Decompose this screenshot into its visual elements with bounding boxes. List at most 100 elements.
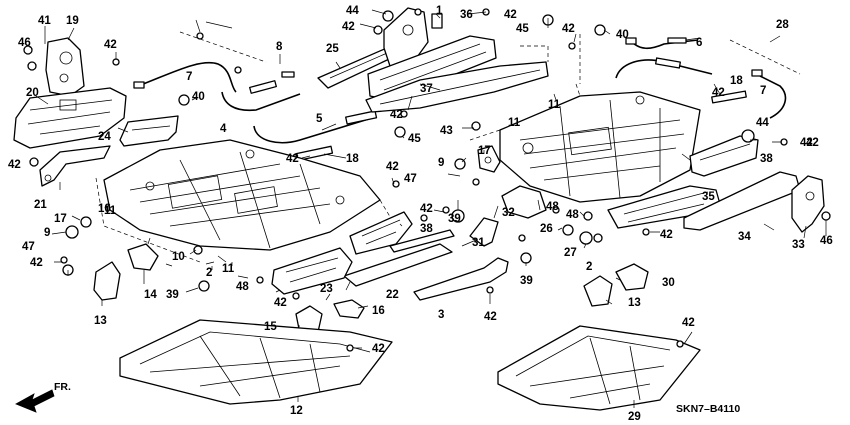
callout: 6 [696,37,702,49]
callout: 42 [660,229,673,241]
cable-7-right [751,69,787,119]
part-slide-rail-38-left [349,211,413,255]
callout: 42 [504,9,517,21]
callout: 32 [502,207,515,219]
part-cover-14 [127,243,159,271]
callout: 40 [616,29,629,41]
callout: 28 [776,19,789,31]
callout: 42 [712,87,725,99]
callout: 42 [372,343,385,355]
callout: 46 [820,235,833,247]
callout: 47 [22,241,35,253]
callout: 39 [448,213,461,225]
callout: 42 [562,23,575,35]
callout: 35 [702,191,715,203]
callout: 42 [30,257,43,269]
callout: 11 [508,117,521,129]
callout: 17 [478,145,491,157]
part-cover-30 [615,263,649,291]
front-indicator: FR. [54,381,71,393]
callout: 42 [342,21,355,33]
callout: 39 [166,289,179,301]
cable-7 [133,62,242,93]
callout: 29 [628,411,641,423]
callout: 24 [98,131,111,143]
part-link-31 [469,217,499,247]
callout: 2 [206,267,212,279]
callout: 42 [484,311,497,323]
callout: 12 [290,405,303,417]
callout: 27 [564,247,577,259]
part-floor-tray-29 [497,325,701,411]
leader-lines [29,9,827,408]
part-cover-13-left [93,261,121,301]
part-slide-rail-23 [271,247,353,295]
callout: 11 [222,263,235,275]
front-arrow-icon [15,389,55,413]
part-slide-rail-22 [343,243,453,287]
callout: 1 [436,5,443,17]
callout: 42 [386,161,399,173]
callout: 42 [420,203,433,215]
callout: 42 [8,159,21,171]
callout: 42 [286,153,299,165]
callout: 16 [372,305,385,317]
callout: 33 [792,239,805,251]
cable-5 [253,110,378,144]
callout: 8 [276,41,283,53]
callout-layer: 41 19 46 20 42 44 1 36 42 42 45 40 42 28… [8,5,833,423]
part-seat-frame-right [469,83,701,203]
callout: 2 [586,261,592,273]
callout: 17 [54,213,67,225]
callout: 11 [548,99,561,111]
cable-4-right [615,57,713,79]
callout: 10 [172,251,185,263]
callout: 42 [806,137,819,149]
part-cover-16 [333,299,365,319]
callout: 7 [186,71,192,83]
callout: 9 [438,157,444,169]
callout: 20 [26,87,39,99]
dashed-groupings [179,31,801,84]
callout: 30 [662,277,675,289]
callout: 44 [346,5,359,17]
callout: 42 [390,109,403,121]
part-bracket-32 [501,185,547,219]
callout: 48 [236,281,249,293]
callout: 47 [404,173,417,185]
callout: 45 [516,23,529,35]
rod-18-right [711,90,747,104]
part-cover-13-right [583,275,613,307]
part-seat-frame-left [95,139,393,263]
callout: 5 [316,113,323,125]
callout: 21 [34,199,47,211]
part-cover-24 [119,115,179,147]
part-side-frame-20 [13,87,127,149]
part-bracket-33 [791,175,825,233]
callout: 31 [472,237,485,249]
cable-6 [625,37,699,50]
callout: 26 [540,223,553,235]
callout: 39 [520,275,533,287]
callout: 34 [738,231,751,243]
callout: 42 [682,317,695,329]
callout: 13 [94,315,107,327]
part-backrest-bracket-1 [383,7,443,67]
callout: 37 [420,83,433,95]
callout: 23 [320,283,333,295]
callout: 13 [628,297,641,309]
callout: 42 [800,137,813,149]
callout: 45 [408,133,421,145]
callout: 11 [104,205,117,217]
callout: 42 [274,297,287,309]
callout: 38 [760,153,773,165]
callout: 19 [66,15,79,27]
callout: 48 [546,201,559,213]
part-rail-36 [367,35,497,101]
part-slide-rail-38-right [689,135,759,177]
callout: 10 [98,203,111,215]
callout: 14 [144,289,157,301]
diagram-code: SKN7–B4110 [676,403,740,415]
cable-4 [221,71,301,112]
